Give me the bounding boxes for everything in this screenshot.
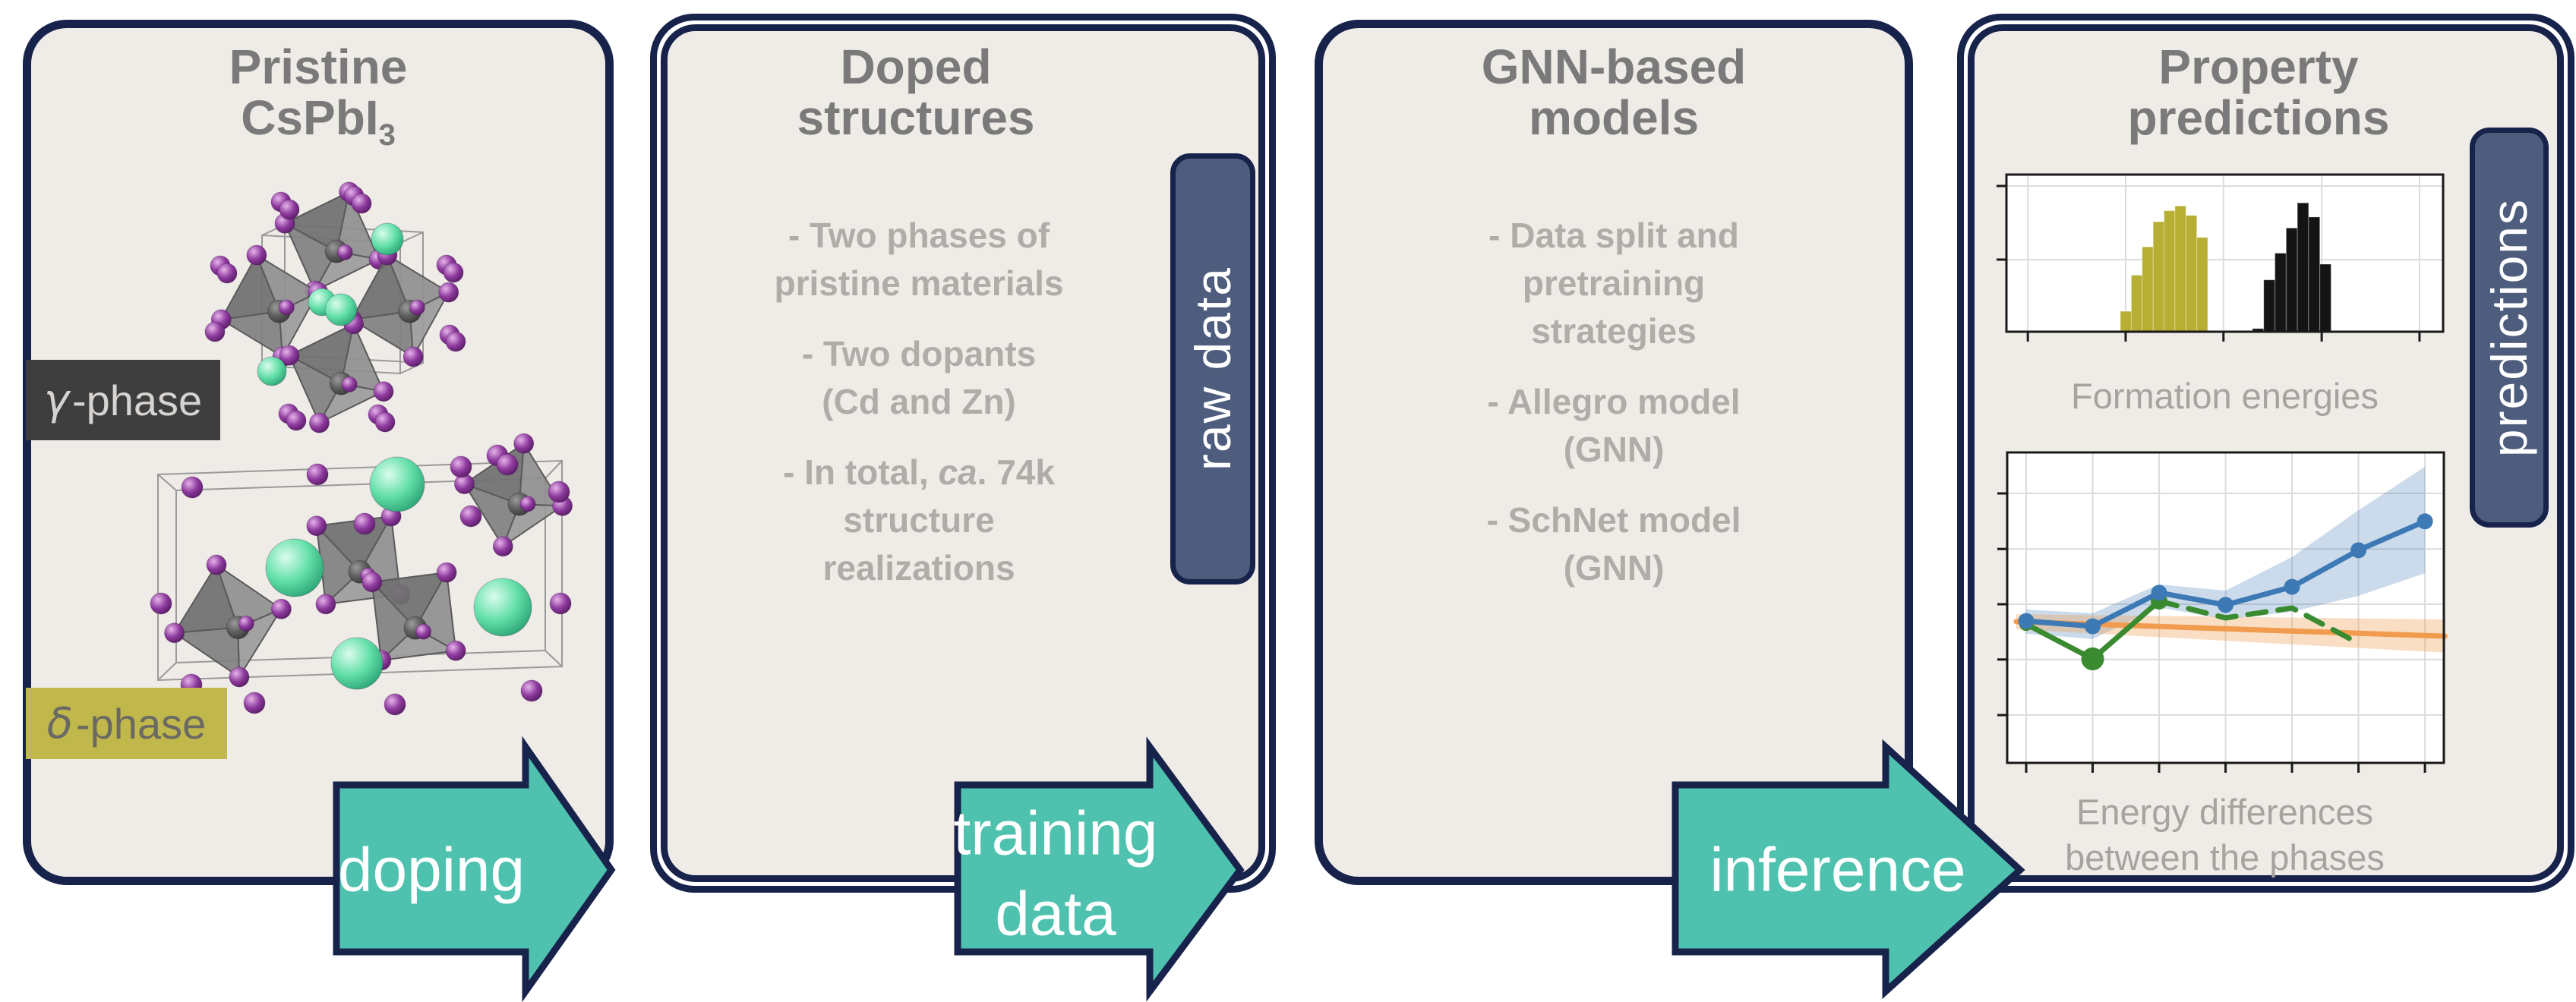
- delta-symbol: δ: [46, 698, 74, 748]
- title-line: predictions: [2127, 90, 2390, 145]
- gamma-phase-label: γ-phase: [26, 360, 220, 440]
- bullet-paragraph: - Two dopants (Cd and Zn): [668, 330, 1170, 426]
- gamma-suffix: -phase: [71, 376, 203, 424]
- predictions-tab-label: predictions: [2481, 197, 2537, 458]
- chemical-subscript: 3: [378, 118, 396, 152]
- bullet-line: strategies: [1531, 311, 1697, 351]
- panel-pristine-title: Pristine CsPbI3: [23, 42, 614, 161]
- bullet-line: - Two dopants: [801, 334, 1037, 373]
- raw-data-tab-label: raw data: [1185, 266, 1241, 471]
- panel-predictions-title: Property predictions: [1984, 42, 2533, 143]
- title-line: CsPbI3: [241, 90, 396, 152]
- bullet-line: - SchNet model: [1486, 500, 1741, 540]
- bullet-line: - Allegro model: [1487, 382, 1741, 421]
- bullet-paragraph: - SchNet model (GNN): [1325, 496, 1902, 592]
- bullet-line: (GNN): [1563, 548, 1665, 588]
- formation-energies-histogram: [1997, 173, 2445, 342]
- caption-line: Energy differences: [2076, 792, 2374, 832]
- energy-difference-line-chart: [1997, 451, 2448, 773]
- title-line: Pristine: [229, 39, 408, 94]
- bullet-line: realizations: [822, 548, 1015, 588]
- title-line: models: [1528, 90, 1700, 145]
- bullet-paragraph: - In total, ca. 74k structure realizations: [668, 449, 1170, 592]
- bullet-paragraph: - Two phases of pristine materials: [668, 212, 1170, 307]
- predictions-tab: predictions: [2470, 128, 2549, 528]
- delta-phase-label: δ-phase: [26, 688, 227, 759]
- title-line: Doped: [840, 39, 992, 94]
- bullet-line: (Cd and Zn): [822, 382, 1016, 421]
- gnn-bullet-list: - Data split and pretraining strategies - A…: [1325, 212, 1902, 615]
- bullet-paragraph: - Allegro model (GNN): [1325, 378, 1902, 474]
- doped-bullet-list: - Two phases of pristine materials - Two d…: [668, 212, 1170, 615]
- title-line: structures: [797, 90, 1035, 145]
- raw-data-tab: raw data: [1170, 153, 1255, 584]
- bullet-line: pretraining: [1522, 263, 1706, 303]
- crystal-structures-figure: [150, 181, 573, 716]
- delta-suffix: -phase: [76, 699, 207, 748]
- caption-line: between the phases: [2065, 837, 2385, 878]
- bullet-line: (GNN): [1563, 430, 1665, 469]
- line-chart-caption: Energy differences between the phases: [2006, 789, 2443, 881]
- bullet-line: pristine materials: [774, 263, 1064, 303]
- panel-gnn-title: GNN-based models: [1316, 42, 1911, 143]
- bullet-line: - Data split and: [1488, 216, 1739, 255]
- panel-doped-title: Doped structures: [662, 42, 1170, 143]
- title-line: GNN-based: [1481, 39, 1747, 94]
- title-line: Property: [2158, 39, 2359, 94]
- bullet-line: structure: [843, 500, 995, 540]
- bullet-line: - Two phases of: [788, 216, 1050, 255]
- histogram-caption: Formation energies: [2071, 376, 2379, 416]
- bullet-paragraph: - Data split and pretraining strategies: [1325, 212, 1902, 355]
- gamma-symbol: γ: [43, 375, 69, 425]
- bullet-line: - In total, ca. 74k: [783, 452, 1055, 492]
